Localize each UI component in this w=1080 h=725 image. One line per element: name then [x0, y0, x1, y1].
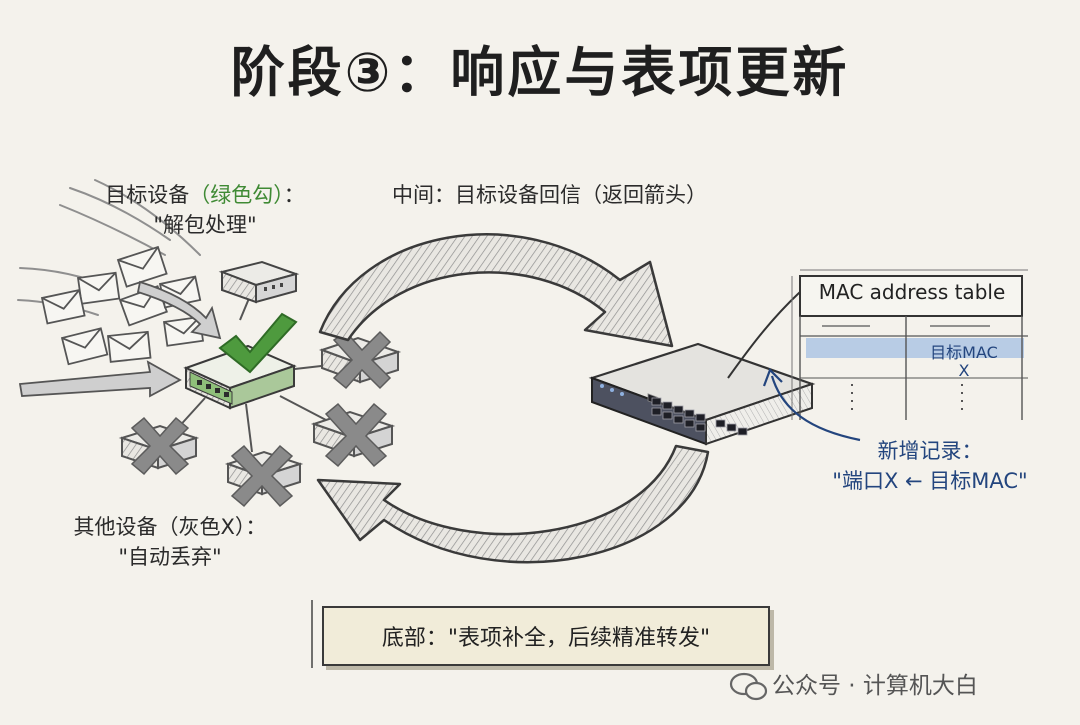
discarded-device-4	[224, 444, 304, 508]
target-device-switch	[183, 344, 297, 410]
reply-arrow-bottom	[316, 444, 710, 564]
page-title: 阶段③：响应与表项更新	[230, 41, 850, 104]
green-check-icon	[218, 312, 298, 374]
discarded-device-2	[310, 402, 396, 468]
gray-x-icon	[332, 330, 392, 390]
switch-ports	[651, 397, 748, 436]
wechat-logo-icon	[729, 672, 768, 701]
gray-x-icon	[324, 402, 388, 468]
discarded-device-1	[318, 330, 402, 390]
center-label: 中间：目标设备回信（返回箭头）	[392, 183, 707, 207]
table-connector-line	[727, 291, 801, 379]
gray-x-icon	[130, 416, 190, 476]
mac-address-table	[791, 269, 1028, 420]
watermark: 公众号 · 计算机大白	[772, 673, 978, 699]
gray-x-icon	[230, 444, 294, 508]
mac-table-title: MAC address table	[818, 280, 1006, 304]
other-devices-label: 其他设备（灰色X）： "自动丢弃"	[73, 515, 267, 569]
discarded-device-3	[118, 416, 200, 476]
target-device-label: 目标设备（绿色勾）： "解包处理"	[105, 183, 305, 237]
footer-banner: 底部："表项补全，后续精准转发"	[322, 606, 770, 666]
main-switch	[588, 342, 816, 446]
envelope-icons	[40, 245, 205, 366]
incoming-arrows	[18, 280, 222, 398]
router-device-top	[218, 260, 300, 304]
reply-arrow-top	[318, 233, 674, 348]
new-record-label: 新增记录： "端口X ← 目标MAC"	[832, 439, 1028, 493]
new-entry-arrow	[770, 375, 861, 442]
mac-entry-cell: 目标MAC X	[930, 343, 998, 380]
motion-lines	[17, 179, 201, 316]
